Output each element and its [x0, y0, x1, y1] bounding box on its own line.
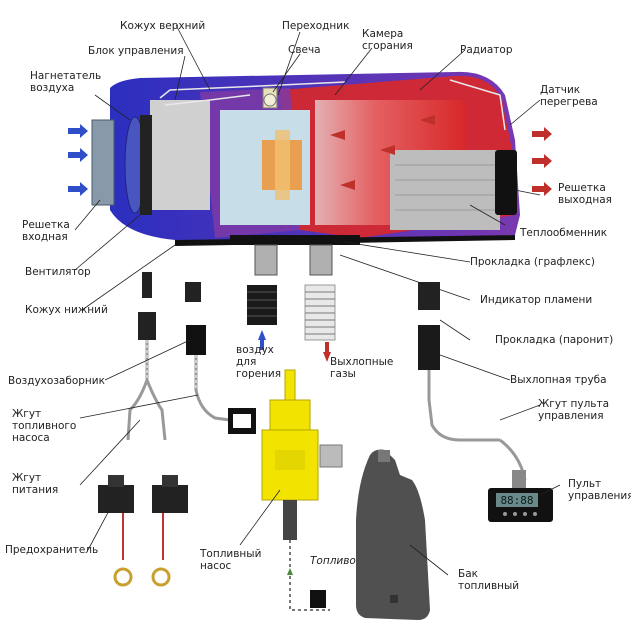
ducts	[247, 244, 336, 341]
outlet-grille	[495, 150, 517, 215]
label-exhaust-pipe: Выхлопная труба	[510, 374, 607, 386]
label-fuel: Топливо	[310, 555, 356, 567]
label-control-panel: Пульт управления	[568, 478, 631, 502]
label-heat-exchanger: Теплообменник	[520, 227, 608, 239]
heater-body	[91, 71, 520, 246]
label-fuse: Предохранитель	[5, 544, 99, 556]
label-exhaust-gases: Выхлопные газы	[330, 356, 394, 380]
heat-exchanger-block	[390, 150, 500, 230]
fuse-icon	[98, 475, 188, 587]
label-gasket-graphlex: Прокладка (графлекс)	[470, 256, 595, 268]
label-inlet-grille: Решетка входная	[22, 219, 70, 243]
label-fuel-pump-harness: Жгут топливного насоса	[12, 408, 77, 444]
label-gasket-paronite: Прокладка (паронит)	[495, 334, 614, 346]
fuel-line	[287, 568, 330, 611]
label-power-harness: Жгут питания	[12, 472, 59, 496]
fan-icon	[124, 115, 152, 215]
panel-readout: 88:88	[500, 494, 533, 507]
label-fuel-tank: Бак топливный	[458, 568, 520, 592]
label-upper-casing: Кожух верхний	[120, 20, 206, 32]
label-radiator: Радиатор	[460, 44, 513, 56]
leader-lines	[74, 24, 561, 576]
label-adapter: Переходник	[282, 20, 350, 32]
glow-plug-icon	[262, 87, 278, 109]
control-unit-block	[150, 100, 210, 210]
label-overheat-sensor: Датчик перегрева	[540, 84, 598, 108]
fuel-pump-icon	[228, 369, 343, 605]
label-air-intake: Воздухозаборник	[8, 375, 105, 387]
label-combustion-chamber: Камера сгорания	[362, 28, 413, 52]
inner-hot-arrows	[330, 115, 435, 190]
exhaust-arrow-icon	[323, 127, 552, 362]
label-fuel-pump: Топливный насос	[200, 548, 262, 572]
label-glow-plug: Свеча	[288, 44, 321, 56]
inlet-grille	[91, 119, 115, 206]
label-fan: Вентилятор	[25, 266, 91, 278]
label-outlet-grille: Решетка выходная	[558, 182, 612, 206]
control-panel-icon: 88:88	[488, 470, 553, 522]
label-air-blower: Нагнетатель воздуха	[30, 70, 102, 94]
label-control-unit: Блок управления	[88, 45, 184, 57]
label-remote-harness: Жгут пульта управления	[538, 398, 610, 422]
fuel-tank-icon	[356, 449, 430, 620]
harnesses	[138, 272, 440, 370]
air-arrow-icon	[68, 124, 266, 350]
label-combustion-air: воздух для горения	[236, 344, 282, 380]
label-flame-indicator: Индикатор пламени	[480, 294, 593, 306]
label-lower-casing: Кожух нижний	[25, 304, 108, 316]
wires	[126, 340, 527, 481]
